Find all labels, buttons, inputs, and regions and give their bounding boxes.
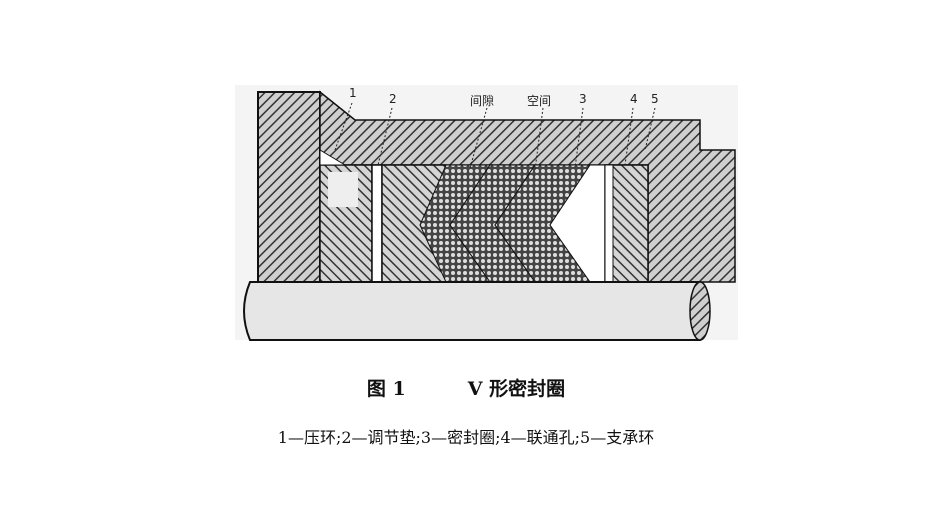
pressure-ring-chamfer (319, 149, 347, 166)
left-housing (257, 91, 321, 283)
port-area (328, 172, 358, 207)
shaft-end (689, 281, 711, 341)
label-part-1: 1 (349, 86, 357, 100)
shaft (243, 281, 709, 341)
label-part-3: 3 (579, 92, 587, 106)
label-part-4: 4 (630, 92, 638, 106)
connecting-hole (604, 164, 614, 283)
figure-caption: 图 1 V 形密封圈 (0, 374, 932, 401)
leader-lines (334, 102, 656, 171)
adjusting-shim (371, 164, 383, 283)
label-part-2: 2 (389, 92, 397, 106)
label-part-5: 5 (651, 92, 659, 106)
figure-title: V 形密封圈 (467, 378, 566, 400)
label-gap: 间隙 (470, 94, 495, 108)
figure-legend: 1—压环;2—调节垫;3—密封圈;4—联通孔;5—支承环 (277, 428, 655, 447)
v-seal-cross-section-diagram (235, 85, 738, 341)
label-space: 空间 (527, 94, 552, 108)
figure-number: 图 1 (366, 378, 406, 400)
